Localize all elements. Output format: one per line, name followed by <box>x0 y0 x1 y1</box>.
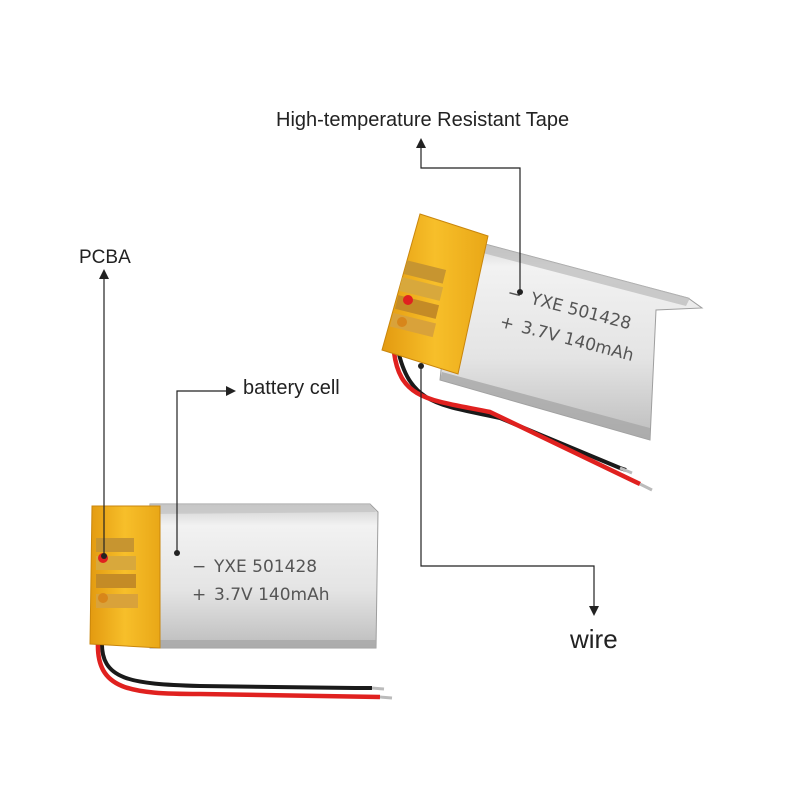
wire-label: wire <box>570 624 618 654</box>
battery-bottom-left: − YXE 501428 + 3.7V 140mAh <box>89 503 393 700</box>
wire-arrow-icon <box>589 606 599 616</box>
battery-print-bottom-line2: 3.7V 140mAh <box>214 585 329 605</box>
annotation-dots <box>101 289 523 559</box>
pcba-arrow-icon <box>99 269 109 279</box>
wires-bottom <box>95 639 393 700</box>
wire-leader-line <box>420 366 595 608</box>
battery-cell-label: battery cell <box>243 377 340 399</box>
tape-leader-line <box>420 146 521 292</box>
annotation-arrows <box>99 138 599 616</box>
pcba-label: PCBA <box>79 247 131 268</box>
cell-arrow-icon <box>226 386 236 396</box>
battery-print-bottom-line1-sign: − <box>192 557 206 577</box>
battery-top-right: − YXE 501428 + 3.7V 140mAh <box>381 213 704 492</box>
battery-print-line2-sign: + <box>498 312 517 335</box>
tape-label: High-temperature Resistant Tape <box>276 109 570 131</box>
wire-leader-dot <box>418 363 424 369</box>
tape-arrow-icon <box>416 138 426 148</box>
pcba-top <box>389 260 447 338</box>
battery-print-bottom-line2-sign: + <box>192 585 206 605</box>
battery-print-line1-sign: − <box>505 283 524 306</box>
battery-print-bottom: − YXE 501428 + 3.7V 140mAh <box>192 557 329 605</box>
pcba-bottom <box>96 538 138 608</box>
annotation-lines <box>103 146 595 608</box>
pcba-leader-dot <box>101 553 107 559</box>
cell-leader-line <box>176 390 228 553</box>
battery-print-bottom-line1: YXE 501428 <box>213 557 317 577</box>
wires-top <box>391 349 653 492</box>
tape-leader-dot <box>517 289 523 295</box>
cell-leader-dot <box>174 550 180 556</box>
